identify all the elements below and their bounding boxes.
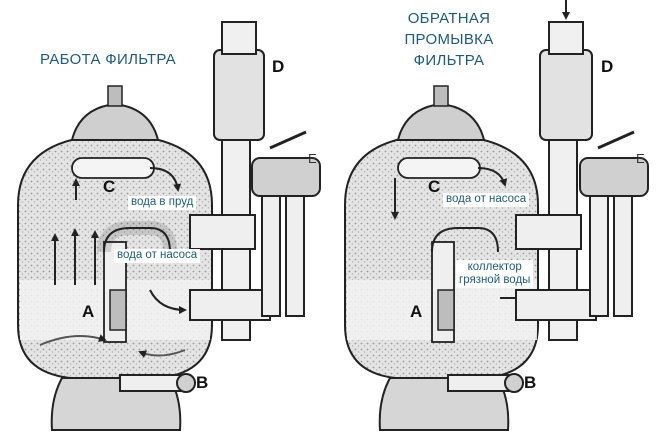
right-dome	[396, 102, 486, 141]
right-strainer-a	[437, 289, 455, 331]
right-distributor	[397, 157, 481, 179]
left-dome-cap	[107, 85, 123, 107]
right-dome-cap	[433, 85, 449, 107]
left-note-to-pond: вода в пруд	[128, 196, 197, 210]
left-label-b: B	[196, 373, 209, 392]
left-label-a: A	[82, 302, 95, 321]
right-label-b: B	[524, 373, 537, 392]
right-label-e: E	[636, 151, 645, 166]
right-multiport-valve	[539, 49, 593, 141]
right-title-line1: ОБРАТНАЯ	[407, 10, 491, 27]
left-label-e: E	[308, 151, 317, 166]
left-strainer-a	[109, 289, 127, 331]
right-note-from-pump: вода от насоса	[443, 193, 530, 207]
left-label-d: D	[272, 57, 285, 76]
right-title-line3: ФИЛЬТРА	[413, 52, 485, 69]
right-title-line2: ПРОМЫВКА	[404, 31, 494, 48]
left-note-from-pump: вода от насоса	[114, 249, 201, 263]
left-filter	[17, 21, 321, 431]
left-distributor	[71, 157, 155, 179]
right-label-c: C	[428, 177, 441, 196]
left-panel-title: РАБОТА ФИЛЬТРА	[40, 51, 176, 68]
right-note-dirty-collector: коллектор грязной воды	[456, 260, 534, 289]
right-label-d: D	[601, 57, 614, 76]
left-label-c: C	[103, 177, 116, 196]
left-dome	[70, 102, 160, 141]
left-multiport-valve	[213, 49, 265, 141]
right-label-a: A	[410, 302, 423, 321]
